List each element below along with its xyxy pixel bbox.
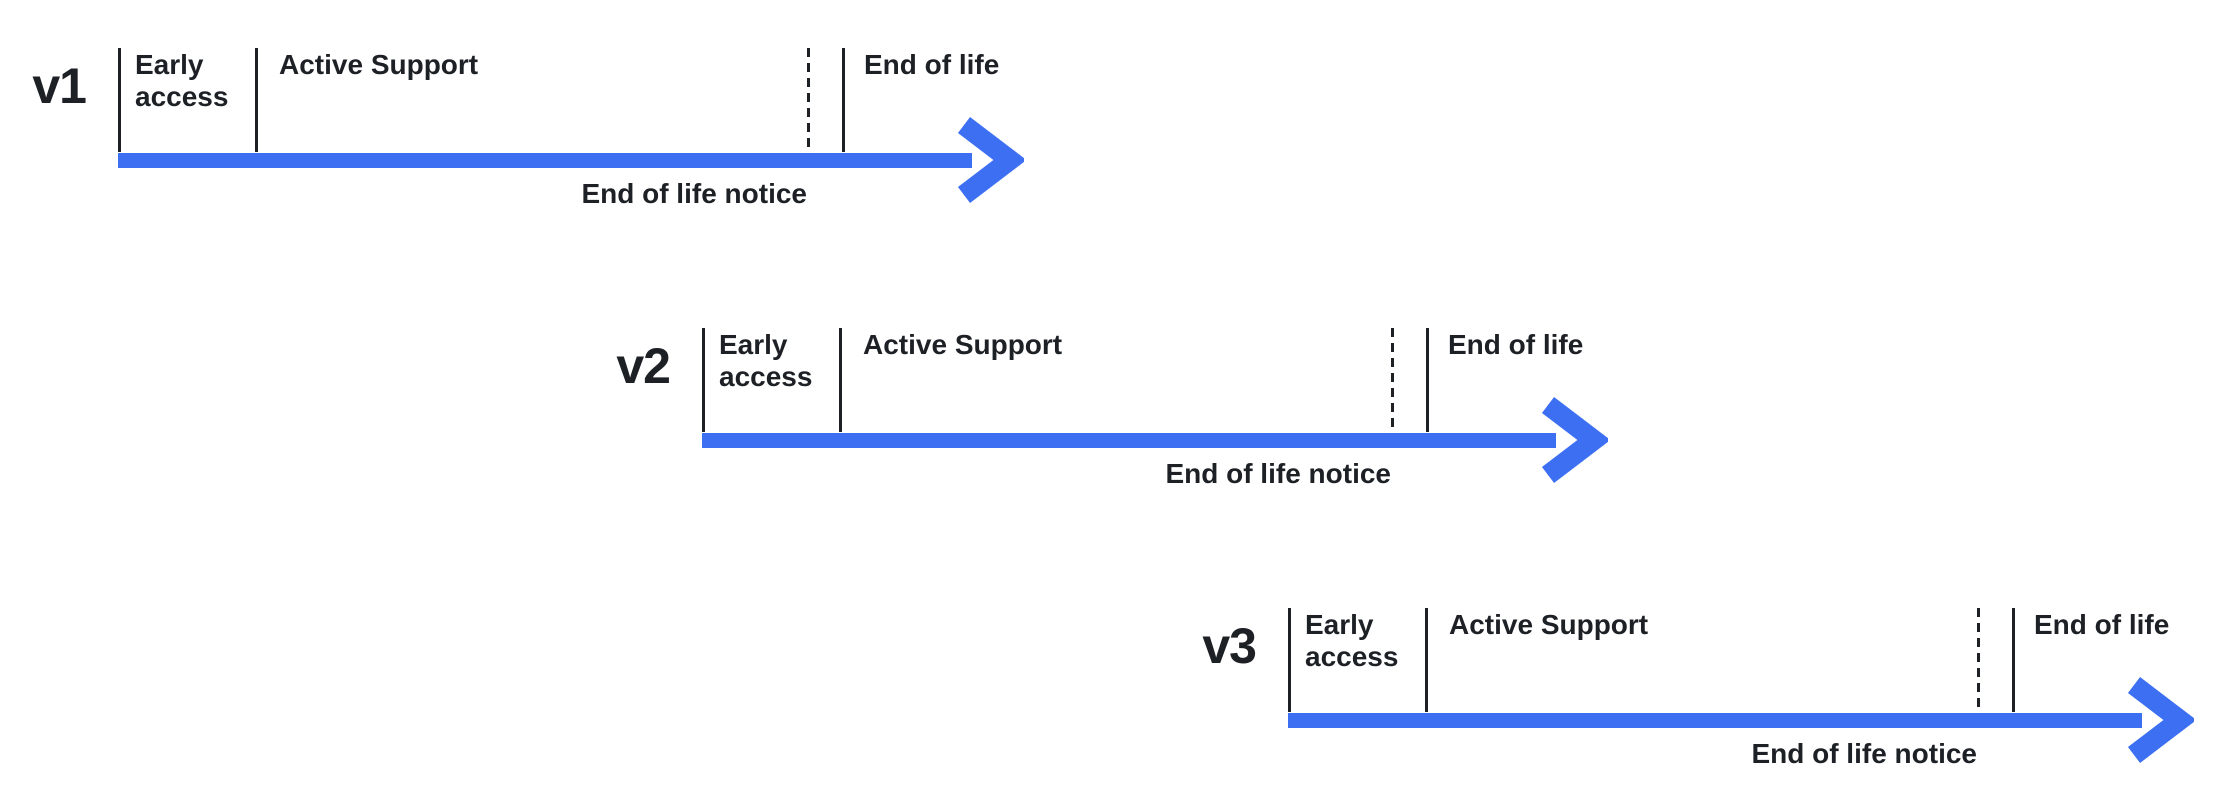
- active-support-label: Active Support: [279, 49, 479, 80]
- timeline-arrow-bar: [118, 153, 972, 168]
- timeline-v1: v1 Early access Active Support End of li…: [32, 48, 1098, 233]
- end-of-life-notice-label: End of life notice: [581, 178, 807, 209]
- version-label: v1: [32, 58, 87, 114]
- timeline-v2: v2 Early access Active Support End of li…: [616, 328, 1682, 513]
- active-support-start-tick: [255, 48, 258, 152]
- end-of-life-label: End of life: [864, 49, 1000, 80]
- timeline-arrow-bar: [1288, 713, 2142, 728]
- end-of-life-tick: [842, 48, 845, 152]
- active-support-label: Active Support: [1449, 609, 1649, 640]
- timeline-arrow-bar: [702, 433, 1556, 448]
- early-access-start-tick: [702, 328, 705, 432]
- timeline-v3: v3 Early access Active Support End of li…: [1202, 608, 2228, 793]
- end-of-life-label: End of life: [2034, 609, 2170, 640]
- early-access-label: Early access: [719, 329, 813, 392]
- early-access-start-tick: [118, 48, 121, 152]
- eol-notice-dashed-tick: [1977, 608, 1980, 712]
- end-of-life-label: End of life: [1448, 329, 1584, 360]
- version-label: v3: [1202, 618, 1257, 674]
- early-access-label: Early access: [1305, 609, 1399, 672]
- version-label: v2: [616, 338, 671, 394]
- eol-notice-dashed-tick: [807, 48, 810, 152]
- timeline-arrow-head-icon: [1541, 397, 1608, 483]
- active-support-label: Active Support: [863, 329, 1063, 360]
- active-support-start-tick: [839, 328, 842, 432]
- end-of-life-notice-label: End of life notice: [1751, 738, 1977, 769]
- end-of-life-notice-label: End of life notice: [1165, 458, 1391, 489]
- eol-notice-dashed-tick: [1391, 328, 1394, 432]
- timeline-arrow-head-icon: [957, 117, 1024, 203]
- active-support-start-tick: [1425, 608, 1428, 712]
- timeline-arrow-head-icon: [2127, 677, 2194, 763]
- end-of-life-tick: [2012, 608, 2015, 712]
- end-of-life-tick: [1426, 328, 1429, 432]
- early-access-label: Early access: [135, 49, 229, 112]
- early-access-start-tick: [1288, 608, 1291, 712]
